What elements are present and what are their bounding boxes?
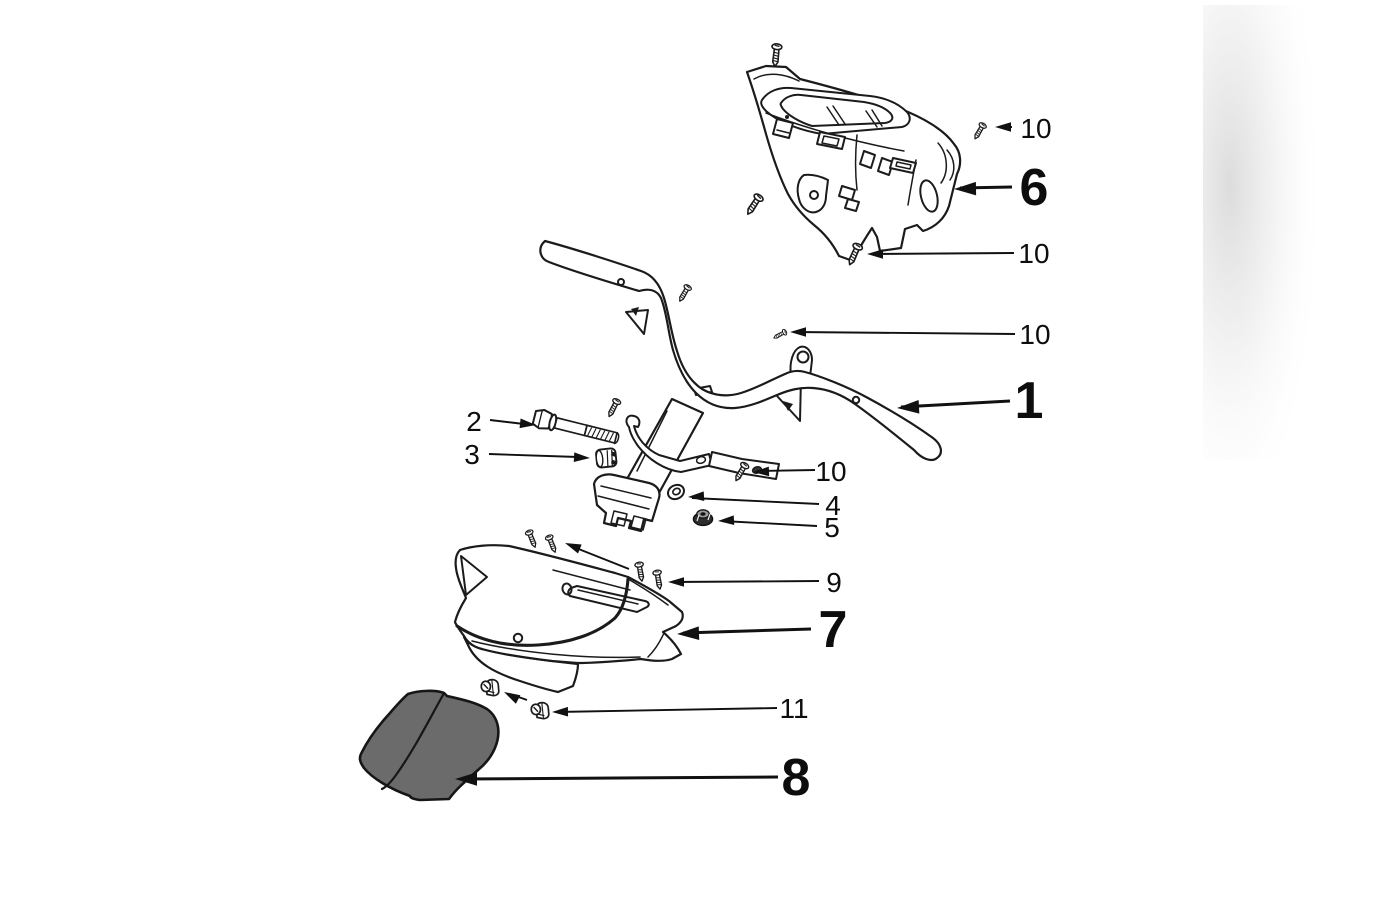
- screw-10-icon: [769, 42, 783, 68]
- arrowhead: [504, 692, 521, 704]
- part-number-label: 10: [1018, 238, 1049, 269]
- screw-10-icon: [675, 282, 693, 304]
- arrowhead: [573, 452, 590, 462]
- part-number-label: 1: [1015, 372, 1044, 430]
- screw-9-icon: [651, 568, 665, 591]
- part-number-label: 2: [466, 406, 482, 437]
- clip-11-icon: [479, 678, 501, 698]
- arrowhead: [688, 491, 705, 501]
- arrowhead: [552, 706, 569, 717]
- part-4-washer: [667, 483, 685, 501]
- arrowhead: [455, 772, 477, 786]
- screw-9-icon: [633, 560, 647, 583]
- arrowhead: [718, 515, 735, 525]
- part-6-handlebar-upper-cover: [745, 64, 962, 263]
- callout-3: 3: [464, 439, 590, 470]
- handlebar-clamp: [625, 414, 713, 473]
- part-number-label: 10: [1020, 113, 1051, 144]
- part-number-label: 8: [782, 749, 811, 807]
- callout-10-upper: 10: [867, 238, 1050, 269]
- part-number-label: 5: [824, 512, 840, 543]
- arrowhead: [790, 327, 806, 337]
- part-number-label: 10: [815, 456, 846, 487]
- callout-6: 6: [954, 159, 1049, 217]
- part-number-label: 3: [464, 439, 480, 470]
- callout-2: 2: [466, 406, 536, 437]
- part-2-flange-bolt: [531, 409, 620, 445]
- background-fade-band: [1203, 5, 1325, 460]
- fender-body: [358, 689, 500, 802]
- callout-1: 1: [897, 372, 1044, 430]
- arrowhead: [867, 249, 883, 259]
- screw-9-icon: [544, 533, 560, 555]
- screw-10-icon: [971, 121, 988, 142]
- callout-11: 11: [504, 692, 809, 724]
- part-number-label: 11: [779, 693, 808, 724]
- cover-slot: [919, 179, 939, 213]
- part-number-label: 7: [819, 601, 848, 659]
- callout-9: 9: [565, 543, 842, 598]
- callout-8: 8: [455, 749, 810, 807]
- cover-pocket: [460, 555, 488, 596]
- screw-9-icon: [524, 528, 540, 550]
- switch-bracket: [625, 309, 649, 335]
- arrowhead: [519, 418, 536, 429]
- part-number-label: 9: [826, 567, 842, 598]
- callout-10-middle: 10: [790, 319, 1051, 350]
- callout-10-top: 10: [995, 113, 1052, 144]
- screw-10-icon: [604, 396, 623, 420]
- part-5-flange-nut: [692, 509, 714, 527]
- screw-10-icon: [742, 191, 766, 218]
- cover-body: [453, 544, 684, 665]
- clip-11-icon: [529, 701, 551, 721]
- arrowhead: [995, 122, 1011, 132]
- callout-7: 7: [677, 601, 848, 659]
- part-number-label: 10: [1019, 319, 1050, 350]
- callout-10-lower: 10: [753, 456, 847, 487]
- screw-10-icon: [771, 328, 789, 342]
- part-7-front-handlebar-cover: [453, 544, 684, 694]
- arrowhead: [677, 626, 700, 641]
- callout-4: 4: [688, 490, 841, 521]
- callouts: 10 6 10 10 1 2: [455, 113, 1052, 807]
- arrowhead: [565, 543, 582, 554]
- handlebar-tube: [539, 239, 943, 462]
- arrowhead: [897, 400, 920, 414]
- arrowhead: [668, 577, 684, 587]
- part-3-bushing: [595, 447, 618, 469]
- arrowhead: [954, 181, 977, 196]
- part-number-label: 6: [1020, 159, 1049, 217]
- part-1-handlebar-assembly: [539, 239, 943, 533]
- callout-5: 5: [718, 512, 840, 543]
- part-8-front-fender: [358, 689, 500, 802]
- part-number-label: 4: [825, 490, 841, 521]
- arrowhead: [753, 466, 770, 477]
